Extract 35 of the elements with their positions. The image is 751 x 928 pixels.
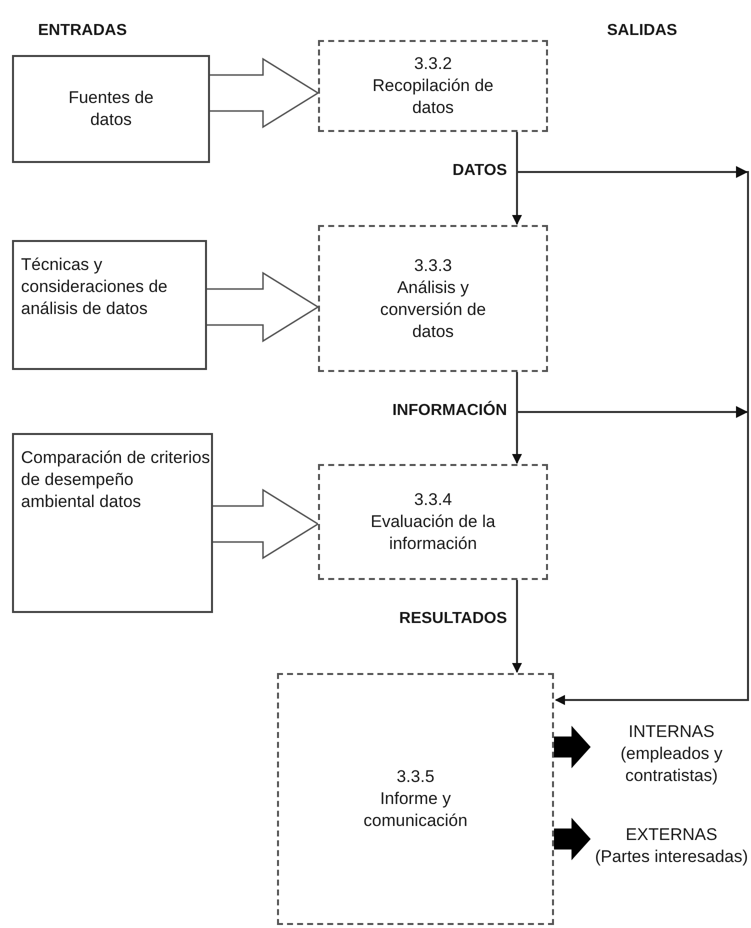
output-text: INTERNAS [628,721,714,743]
input-box [12,55,210,163]
box-text: Técnicas y consideraciones de análisis de datos [21,254,168,320]
box-text: 3.3.5 [396,766,434,788]
box-text: Recopilación de datos [372,75,494,119]
column-heading: SALIDAS [607,22,678,40]
output-text: (Partes interesadas) [594,846,748,868]
edge-label: INFORMACIÓN [392,402,507,420]
edge-label: RESULTADOS [399,610,507,628]
output-text: (empleados y contratistas) [619,743,724,787]
arrow [512,580,522,673]
box-text: Fuentes de datos [67,87,155,131]
box-text: Análisis y conversión de datos [379,276,487,342]
input-box [12,240,207,370]
block-arrow [554,818,591,860]
block-arrow [206,272,320,342]
process-box [318,40,548,132]
box-text: 3.3.4 [414,489,452,511]
arrow [512,132,522,225]
arrow [512,372,522,464]
block-arrow [209,58,320,128]
box-text: Informe y comunicación [362,788,468,832]
box-text: 3.3.3 [414,254,452,276]
input-box [12,433,213,613]
output-text: EXTERNAS [626,824,718,846]
box-text: 3.3.2 [414,53,452,75]
process-box [318,225,548,372]
block-arrow [212,488,320,560]
process-box [277,673,554,925]
box-text: Evaluación de la información [370,511,496,555]
edge-label: DATOS [452,162,507,180]
process-box [318,464,548,580]
column-heading: ENTRADAS [38,22,127,40]
box-text: Comparación de criterios de desempeño ambiental datos [21,447,211,513]
block-arrow [554,726,591,768]
